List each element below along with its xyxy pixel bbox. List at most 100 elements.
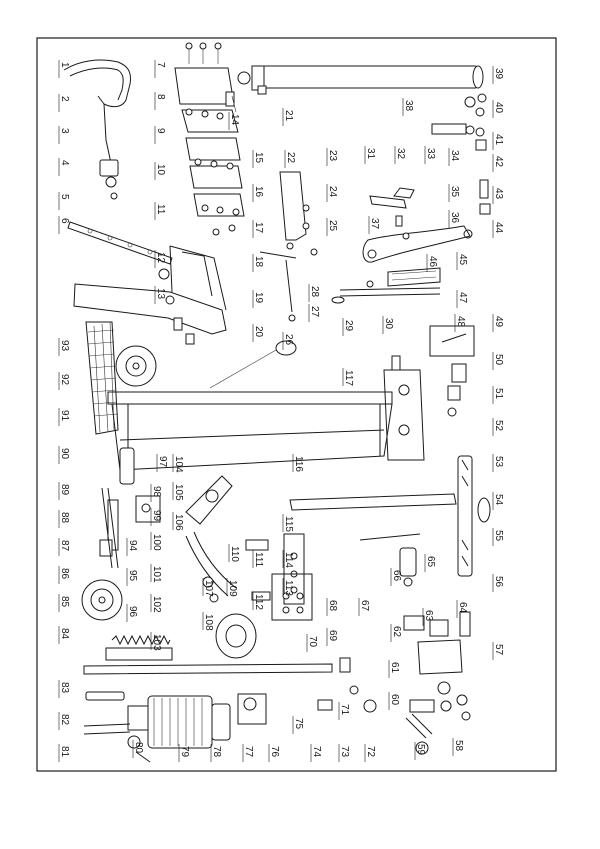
callout-label: 20 <box>253 326 264 338</box>
callout-label: 48 <box>455 316 466 328</box>
callout-label: 70 <box>307 636 318 648</box>
callout-label: 74 <box>311 746 322 758</box>
callout-label: 79 <box>179 746 190 758</box>
callout-label: 46 <box>427 256 438 268</box>
callout-label: 3 <box>59 128 70 134</box>
callout-label: 96 <box>127 606 138 618</box>
callout-label: 107 <box>203 580 214 597</box>
callout-label: 66 <box>391 570 402 582</box>
callout-label: 56 <box>493 576 504 588</box>
callout-label: 34 <box>449 150 460 162</box>
callout-label: 63 <box>423 610 434 622</box>
callout-label: 109 <box>227 580 238 597</box>
callout-label: 21 <box>283 110 294 122</box>
callout-label: 38 <box>403 100 414 112</box>
callout-label: 51 <box>493 388 504 400</box>
callout-label: 106 <box>173 514 184 531</box>
callout-label: 110 <box>229 546 240 562</box>
callout-label: 18 <box>253 256 264 268</box>
callout-label: 28 <box>309 286 320 298</box>
callout-label: 7 <box>155 62 166 68</box>
callout-label: 40 <box>493 102 504 114</box>
callout-label: 103 <box>151 634 162 651</box>
callout-label: 1 <box>59 62 70 68</box>
callout-label: 100 <box>151 534 162 551</box>
callout-label: 85 <box>59 596 70 608</box>
callout-label: 102 <box>151 596 162 613</box>
callout-label: 41 <box>493 134 504 146</box>
callout-label: 91 <box>59 410 70 422</box>
callout-label: 75 <box>293 718 304 730</box>
callout-label: 31 <box>365 148 376 160</box>
callout-label: 113 <box>283 580 294 596</box>
callout-label: 44 <box>493 222 504 234</box>
callout-label: 111 <box>253 552 264 568</box>
callout-label: 25 <box>327 220 338 232</box>
callout-label: 97 <box>157 456 168 468</box>
callout-label: 55 <box>493 530 504 542</box>
callout-label: 92 <box>59 374 70 386</box>
callout-label: 64 <box>457 602 468 614</box>
callout-label: 53 <box>493 456 504 468</box>
callout-label: 19 <box>253 292 264 304</box>
callout-label: 24 <box>327 186 338 198</box>
callout-label: 105 <box>173 484 184 501</box>
callout-label: 112 <box>253 594 264 610</box>
callout-label: 62 <box>391 626 402 638</box>
callout-label: 5 <box>59 194 70 200</box>
callout-label: 47 <box>457 292 468 304</box>
callout-label: 16 <box>253 186 264 198</box>
callout-label: 35 <box>449 186 460 198</box>
callout-label: 49 <box>493 316 504 328</box>
callout-label: 65 <box>425 556 436 568</box>
callout-label: 95 <box>127 570 138 582</box>
callout-label: 15 <box>253 152 264 164</box>
callout-label: 72 <box>365 746 376 758</box>
callout-label: 33 <box>425 148 436 160</box>
callout-label: 104 <box>173 456 184 473</box>
callout-label: 94 <box>127 540 138 552</box>
callout-label: 11 <box>155 204 166 215</box>
callout-label: 58 <box>453 740 464 752</box>
callout-label: 114 <box>283 552 294 568</box>
callout-label: 81 <box>59 746 70 758</box>
callout-label: 78 <box>211 746 222 758</box>
callout-label: 13 <box>155 288 166 300</box>
callout-label: 67 <box>359 600 370 612</box>
callout-label: 39 <box>493 68 504 80</box>
callout-label: 54 <box>493 494 504 506</box>
callout-label: 115 <box>283 516 294 532</box>
callout-label: 87 <box>59 540 70 552</box>
callout-label: 116 <box>293 456 304 472</box>
callout-label: 108 <box>203 614 214 631</box>
callout-label: 59 <box>415 744 426 756</box>
callout-label: 50 <box>493 354 504 366</box>
callout-label: 27 <box>309 306 320 318</box>
callout-label: 82 <box>59 714 70 726</box>
callout-label: 84 <box>59 628 70 640</box>
callout-label: 12 <box>155 252 166 264</box>
callout-label: 26 <box>283 334 294 346</box>
callout-label: 77 <box>243 746 254 758</box>
callout-label: 57 <box>493 644 504 656</box>
callout-label: 76 <box>269 746 280 758</box>
callout-label: 30 <box>383 318 394 330</box>
callout-label: 17 <box>253 222 264 234</box>
callout-label: 117 <box>343 370 354 386</box>
callout-label: 8 <box>155 94 166 100</box>
callout-label: 45 <box>457 254 468 266</box>
callout-label: 60 <box>389 694 400 706</box>
callout-label: 10 <box>155 164 166 176</box>
callout-label: 83 <box>59 682 70 694</box>
callout-label: 43 <box>493 188 504 200</box>
callout-label: 32 <box>395 148 406 160</box>
callout-label: 29 <box>343 320 354 332</box>
callout-label: 93 <box>59 340 70 352</box>
callout-label: 90 <box>59 448 70 460</box>
callout-label: 68 <box>327 600 338 612</box>
callout-label: 9 <box>155 128 166 134</box>
callout-label: 80 <box>133 742 144 754</box>
callout-label: 88 <box>59 512 70 524</box>
